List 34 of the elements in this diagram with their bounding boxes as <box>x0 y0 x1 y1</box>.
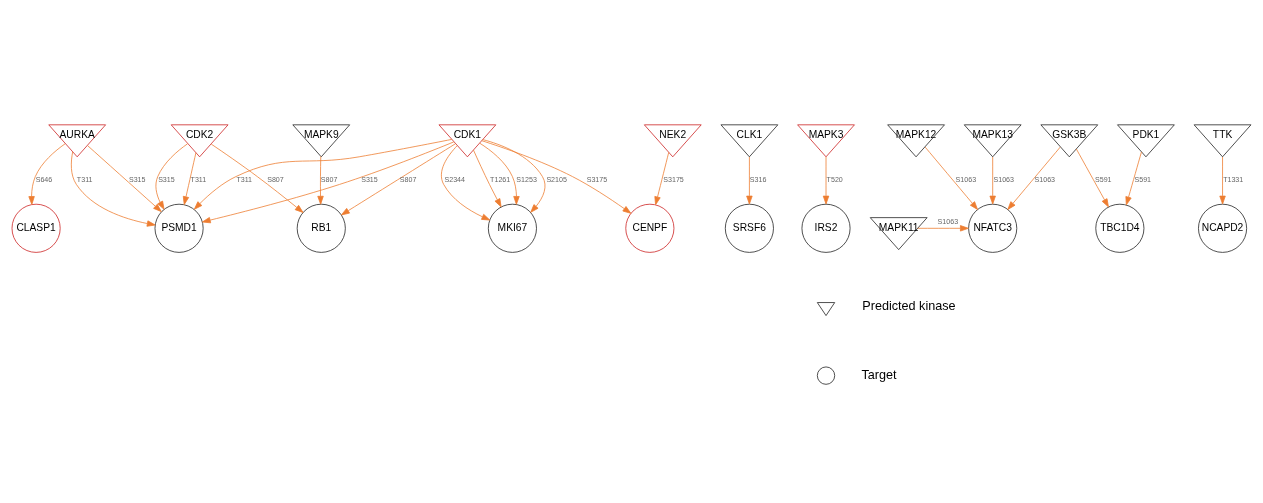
arrow <box>481 139 632 214</box>
arrow <box>210 143 304 213</box>
arrow <box>70 150 156 227</box>
arrow <box>341 142 456 215</box>
node-circle: CLASP1 <box>11 203 61 253</box>
node-circle: NCAPD2 <box>1198 203 1248 253</box>
arrow <box>155 142 188 210</box>
legend-label: Target <box>861 367 897 382</box>
arrow <box>917 224 969 231</box>
arrow <box>193 138 453 210</box>
arrow <box>441 144 491 220</box>
node-circle: SRSF6 <box>724 203 774 253</box>
arrow <box>182 151 197 205</box>
arrow <box>202 141 455 223</box>
arrow <box>28 142 66 205</box>
arrow <box>1125 151 1142 205</box>
arrow <box>1075 148 1109 207</box>
node-circle: CENPF <box>625 203 675 253</box>
node-circle: NFATC3 <box>968 203 1018 253</box>
arrow <box>746 156 753 204</box>
arrow <box>654 151 670 205</box>
arrow <box>989 156 996 204</box>
arrow <box>479 142 520 205</box>
arrow <box>1007 146 1061 210</box>
arrow <box>822 156 830 204</box>
legend-label: Predicted kinase <box>862 298 956 313</box>
arrow <box>87 144 162 212</box>
node-circle: TBC1D4 <box>1095 203 1145 253</box>
arrow <box>482 138 546 213</box>
arrow <box>473 149 502 207</box>
node-circle: IRS2 <box>801 203 851 253</box>
arrow <box>1219 156 1226 204</box>
arrow <box>924 146 978 210</box>
arrow <box>317 155 324 205</box>
